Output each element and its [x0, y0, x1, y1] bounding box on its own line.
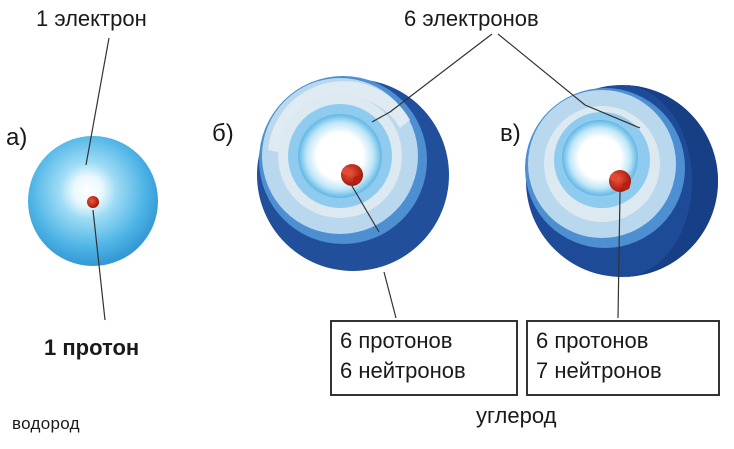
atom-a-letter: а) — [6, 126, 27, 150]
carbon-c-neutrons: 7 нейтронов — [536, 356, 712, 386]
atom-b-letter: б) — [212, 122, 234, 146]
carbon-atom-c — [525, 85, 718, 277]
hydrogen-atom — [28, 136, 158, 266]
carbon-b-neutrons: 6 нейтронов — [340, 356, 510, 386]
carbon-c-protons: 6 протонов — [536, 326, 712, 356]
carbon-caption: углерод — [476, 405, 556, 427]
carbon-b-nucleus-box: 6 протонов 6 нейтронов — [330, 320, 518, 396]
carbon-electrons-label: 6 электронов — [404, 8, 539, 30]
atom-c-letter: в) — [500, 122, 521, 146]
carbon-b-inner-cloud — [298, 114, 382, 198]
carbon-c-nucleus-box: 6 протонов 7 нейтронов — [526, 320, 720, 396]
hydrogen-caption: водород — [12, 415, 80, 432]
hydrogen-proton-label: 1 протон — [44, 337, 139, 359]
carbon-atom-b — [257, 76, 449, 271]
hydrogen-electron-label: 1 электрон — [36, 8, 147, 30]
leader-b-nucleus — [384, 272, 396, 318]
carbon-b-protons: 6 протонов — [340, 326, 510, 356]
hydrogen-nucleus — [87, 196, 99, 208]
